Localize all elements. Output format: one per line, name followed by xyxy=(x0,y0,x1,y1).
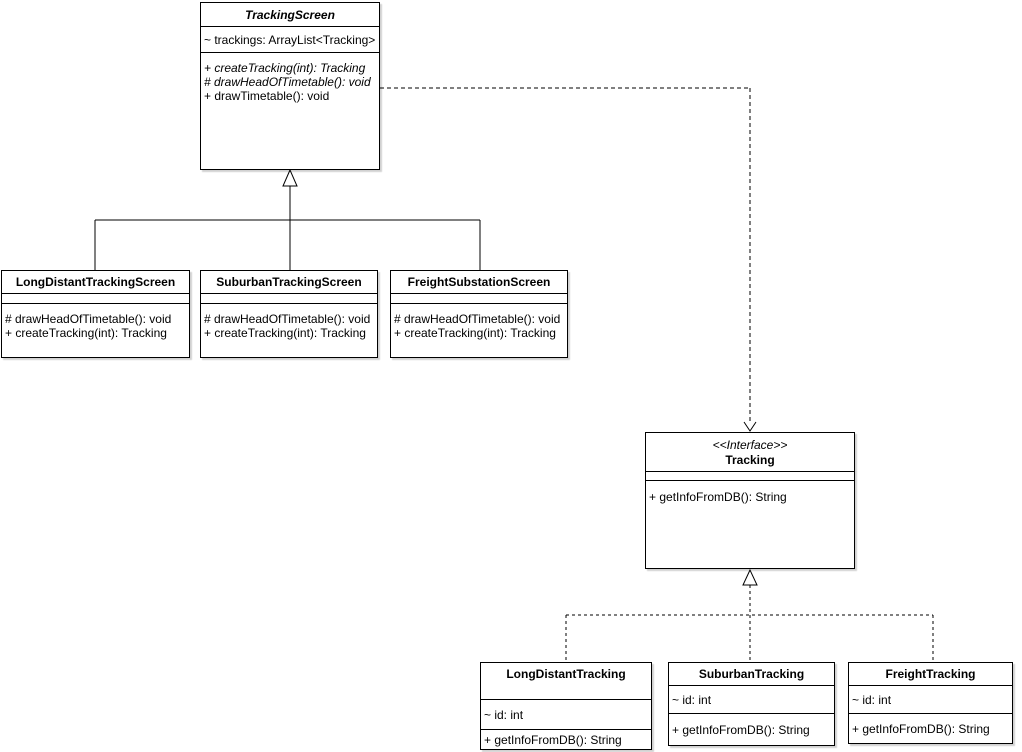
method: + getInfoFromDB(): String xyxy=(484,732,622,747)
class-box-trackingscreen[interactable]: TrackingScreen ~ trackings: ArrayList<Tr… xyxy=(200,2,380,170)
class-title-compartment: FreightTracking xyxy=(849,663,1012,685)
class-name: LongDistantTracking xyxy=(506,667,626,681)
class-name: FreightTracking xyxy=(885,667,976,681)
class-box-tracking-interface[interactable]: <<Interface>> Tracking + getInfoFromDB()… xyxy=(645,432,855,569)
class-name: TrackingScreen xyxy=(245,7,335,22)
attributes-compartment: ~ trackings: ArrayList<Tracking> xyxy=(201,26,379,52)
hollow-triangle-arrow xyxy=(282,168,298,187)
class-box-freightsubstationscreen[interactable]: FreightSubstationScreen # drawHeadOfTime… xyxy=(390,270,568,358)
class-title-compartment: <<Interface>> Tracking xyxy=(646,433,854,471)
method: + drawTimetable(): void xyxy=(204,89,330,103)
method: + createTracking(int): Tracking xyxy=(5,326,167,340)
methods-compartment: # drawHeadOfTimetable(): void + createTr… xyxy=(2,303,189,357)
attributes-compartment: ~ id: int xyxy=(481,699,651,729)
class-title-compartment: TrackingScreen xyxy=(201,3,379,26)
class-title-compartment: LongDistantTracking xyxy=(481,663,651,699)
methods-compartment: + getInfoFromDB(): String xyxy=(646,480,854,568)
methods-compartment: # drawHeadOfTimetable(): void + createTr… xyxy=(391,303,567,357)
class-box-longdistanttracking[interactable]: LongDistantTracking ~ id: int + getInfoF… xyxy=(480,662,652,750)
attributes-compartment xyxy=(391,293,567,303)
class-name: Tracking xyxy=(725,452,775,467)
class-name: LongDistantTrackingScreen xyxy=(15,275,176,289)
methods-compartment: + getInfoFromDB(): String xyxy=(481,729,651,749)
method: + getInfoFromDB(): String xyxy=(672,722,810,737)
method: # drawHeadOfTimetable(): void xyxy=(204,312,371,326)
attributes-compartment xyxy=(646,471,854,480)
method: + getInfoFromDB(): String xyxy=(852,721,990,736)
class-name: SuburbanTrackingScreen xyxy=(216,275,362,289)
attribute: ~ id: int xyxy=(852,692,892,707)
attribute: ~ trackings: ArrayList<Tracking> xyxy=(204,32,376,47)
method: # drawHeadOfTimetable(): void xyxy=(5,312,172,326)
open-arrow xyxy=(743,421,757,432)
class-box-suburbantracking[interactable]: SuburbanTracking ~ id: int + getInfoFrom… xyxy=(668,662,835,746)
hollow-triangle-arrow xyxy=(742,568,758,586)
class-box-freighttracking[interactable]: FreightTracking ~ id: int + getInfoFromD… xyxy=(848,662,1013,744)
attributes-compartment xyxy=(201,293,377,303)
realization-edges-trackings[interactable] xyxy=(565,568,934,662)
class-title-compartment: SuburbanTracking xyxy=(669,663,834,685)
class-name: SuburbanTracking xyxy=(698,667,805,681)
class-box-suburbantrackingscreen[interactable]: SuburbanTrackingScreen # drawHeadOfTimet… xyxy=(200,270,378,358)
class-title-compartment: FreightSubstationScreen xyxy=(391,271,567,293)
class-name: FreightSubstationScreen xyxy=(407,275,551,289)
method: # drawHeadOfTimetable(): void xyxy=(204,75,371,89)
method: + getInfoFromDB(): String xyxy=(649,490,787,504)
method: # drawHeadOfTimetable(): void xyxy=(394,312,561,326)
methods-compartment: + getInfoFromDB(): String xyxy=(849,713,1012,743)
attribute: ~ id: int xyxy=(484,707,524,722)
attribute: ~ id: int xyxy=(672,692,712,707)
methods-compartment: + getInfoFromDB(): String xyxy=(669,713,834,745)
class-title-compartment: LongDistantTrackingScreen xyxy=(2,271,189,293)
methods-compartment: + createTracking(int): Tracking # drawHe… xyxy=(201,52,379,169)
method: + createTracking(int): Tracking xyxy=(394,326,556,340)
attributes-compartment: ~ id: int xyxy=(849,685,1012,713)
method: + createTracking(int): Tracking xyxy=(204,61,366,75)
methods-compartment: # drawHeadOfTimetable(): void + createTr… xyxy=(201,303,377,357)
attributes-compartment xyxy=(2,293,189,303)
generalization-edges-screens[interactable] xyxy=(94,168,481,270)
attributes-compartment: ~ id: int xyxy=(669,685,834,713)
class-title-compartment: SuburbanTrackingScreen xyxy=(201,271,377,293)
method: + createTracking(int): Tracking xyxy=(204,326,366,340)
stereotype-label: <<Interface>> xyxy=(712,437,788,452)
dependency-edge-trackingscreen-tracking[interactable] xyxy=(380,87,757,432)
class-box-longdistanttrackingscreen[interactable]: LongDistantTrackingScreen # drawHeadOfTi… xyxy=(1,270,190,358)
